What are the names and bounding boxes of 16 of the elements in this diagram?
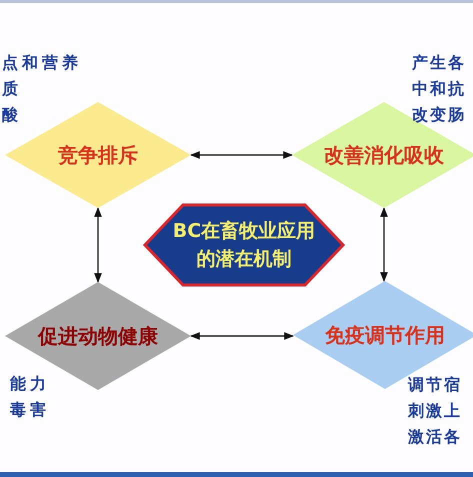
note-text: 质: [2, 80, 22, 98]
arrow: [94, 207, 102, 283]
note-text: 中和抗: [412, 80, 466, 98]
note-text: 改变肠: [412, 106, 466, 124]
arrow: [190, 332, 294, 340]
note-text: 调节宿: [408, 376, 462, 394]
arrow: [380, 207, 388, 282]
note-text: 酸: [2, 106, 22, 124]
note-text: 能力: [10, 375, 50, 393]
note-text: 产生各: [412, 54, 466, 72]
note-text: 刺激上: [408, 402, 462, 420]
arrow: [190, 151, 293, 159]
note-text: 点和营养: [2, 54, 82, 72]
note-text: 毒害: [10, 401, 50, 419]
hexagon-box: BC在畜牧业应用的潜在机制: [143, 203, 345, 287]
note-text: 激活各: [408, 428, 462, 446]
